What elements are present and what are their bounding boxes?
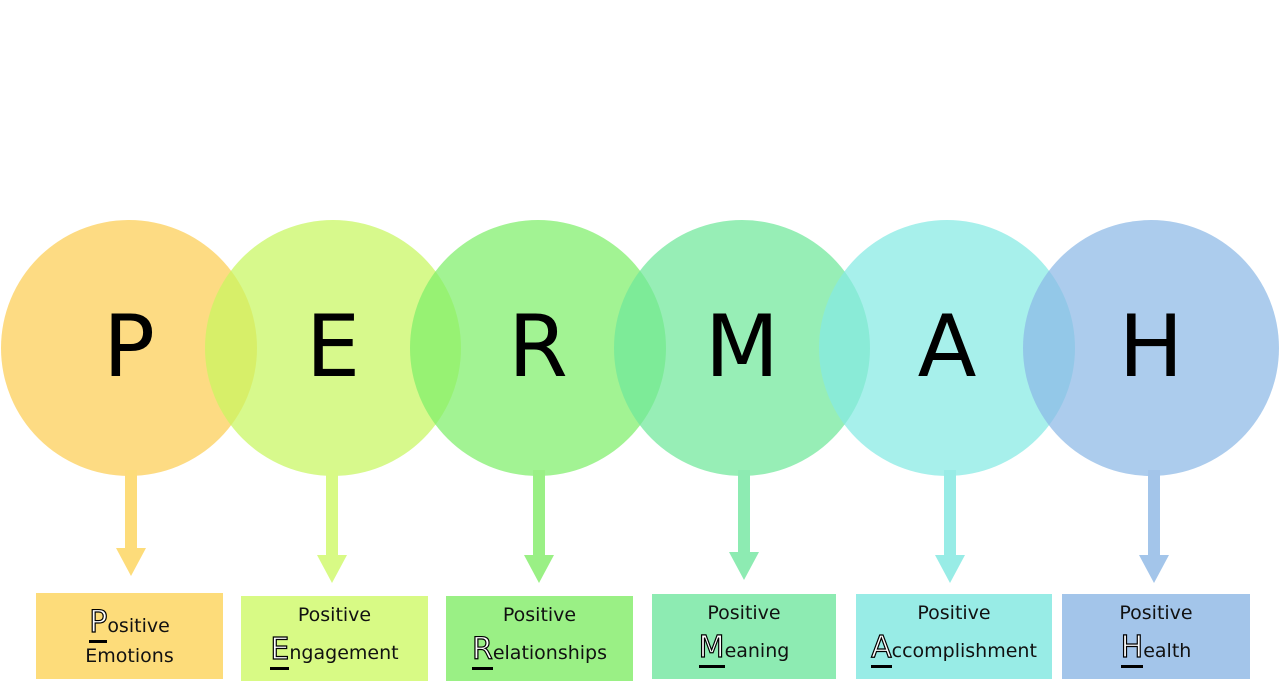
letter-e: E (305, 297, 361, 397)
box-p-word1-rest: ositive (107, 615, 170, 637)
arrow-p-shaft (125, 470, 137, 550)
arrow-m-head (729, 552, 759, 580)
box-e-initial: E (270, 632, 290, 670)
box-e-line2: Engagement (241, 632, 428, 670)
letter-p: P (103, 297, 155, 397)
circle-h (1023, 220, 1279, 476)
box-r-line2: Relationships (446, 632, 633, 670)
box-r-initial: R (471, 632, 493, 670)
letter-r: R (508, 297, 568, 397)
box-a-line2: Accomplishment (856, 630, 1052, 668)
box-e-word1: Positive (297, 604, 372, 626)
box-m-line2: Meaning (652, 630, 836, 668)
box-a-word2-rest: ccomplishment (891, 640, 1037, 662)
arrow-r-shaft (533, 470, 545, 555)
box-r-word2-rest: elationships (492, 642, 608, 664)
box-positive-emotions: Positive Emotions (36, 593, 223, 679)
box-e-word2-rest: ngagement (289, 642, 399, 664)
box-a-word1: Positive (917, 602, 991, 624)
arrow-a-shaft (944, 470, 956, 555)
arrow-h-shaft (1148, 470, 1160, 555)
box-positive-engagement: Positive Engagement (241, 596, 428, 681)
box-p-word2: Emotions (85, 645, 174, 667)
box-positive-accomplishment: Positive Accomplishment (856, 594, 1052, 679)
box-r-word1: Positive (502, 604, 577, 626)
box-h-initial: H (1120, 630, 1144, 668)
box-a-initial: A (871, 630, 892, 668)
box-h-word1: Positive (1119, 602, 1193, 624)
letter-a: A (917, 297, 977, 397)
arrow-a-head (935, 555, 965, 583)
box-p-initial: P (89, 605, 108, 643)
box-h-word2-rest: ealth (1143, 640, 1192, 662)
box-positive-meaning: Positive Meaning (652, 594, 836, 679)
box-positive-relationships: Positive Relationships (446, 596, 633, 681)
box-h-line2: Health (1062, 630, 1250, 668)
arrow-h-head (1139, 555, 1169, 583)
arrow-p-head (116, 548, 146, 576)
box-m-word1: Positive (707, 602, 781, 624)
arrow-e-shaft (326, 470, 338, 555)
arrow-m-shaft (738, 470, 750, 552)
arrow-r-head (524, 555, 554, 583)
box-p-line1: Positive (36, 593, 223, 643)
box-m-initial: M (698, 630, 725, 668)
letter-h: H (1118, 297, 1184, 397)
box-positive-health: Positive Health (1062, 594, 1250, 679)
letter-m: M (704, 297, 780, 397)
arrow-e-head (317, 555, 347, 583)
box-m-word2-rest: eaning (724, 640, 790, 662)
